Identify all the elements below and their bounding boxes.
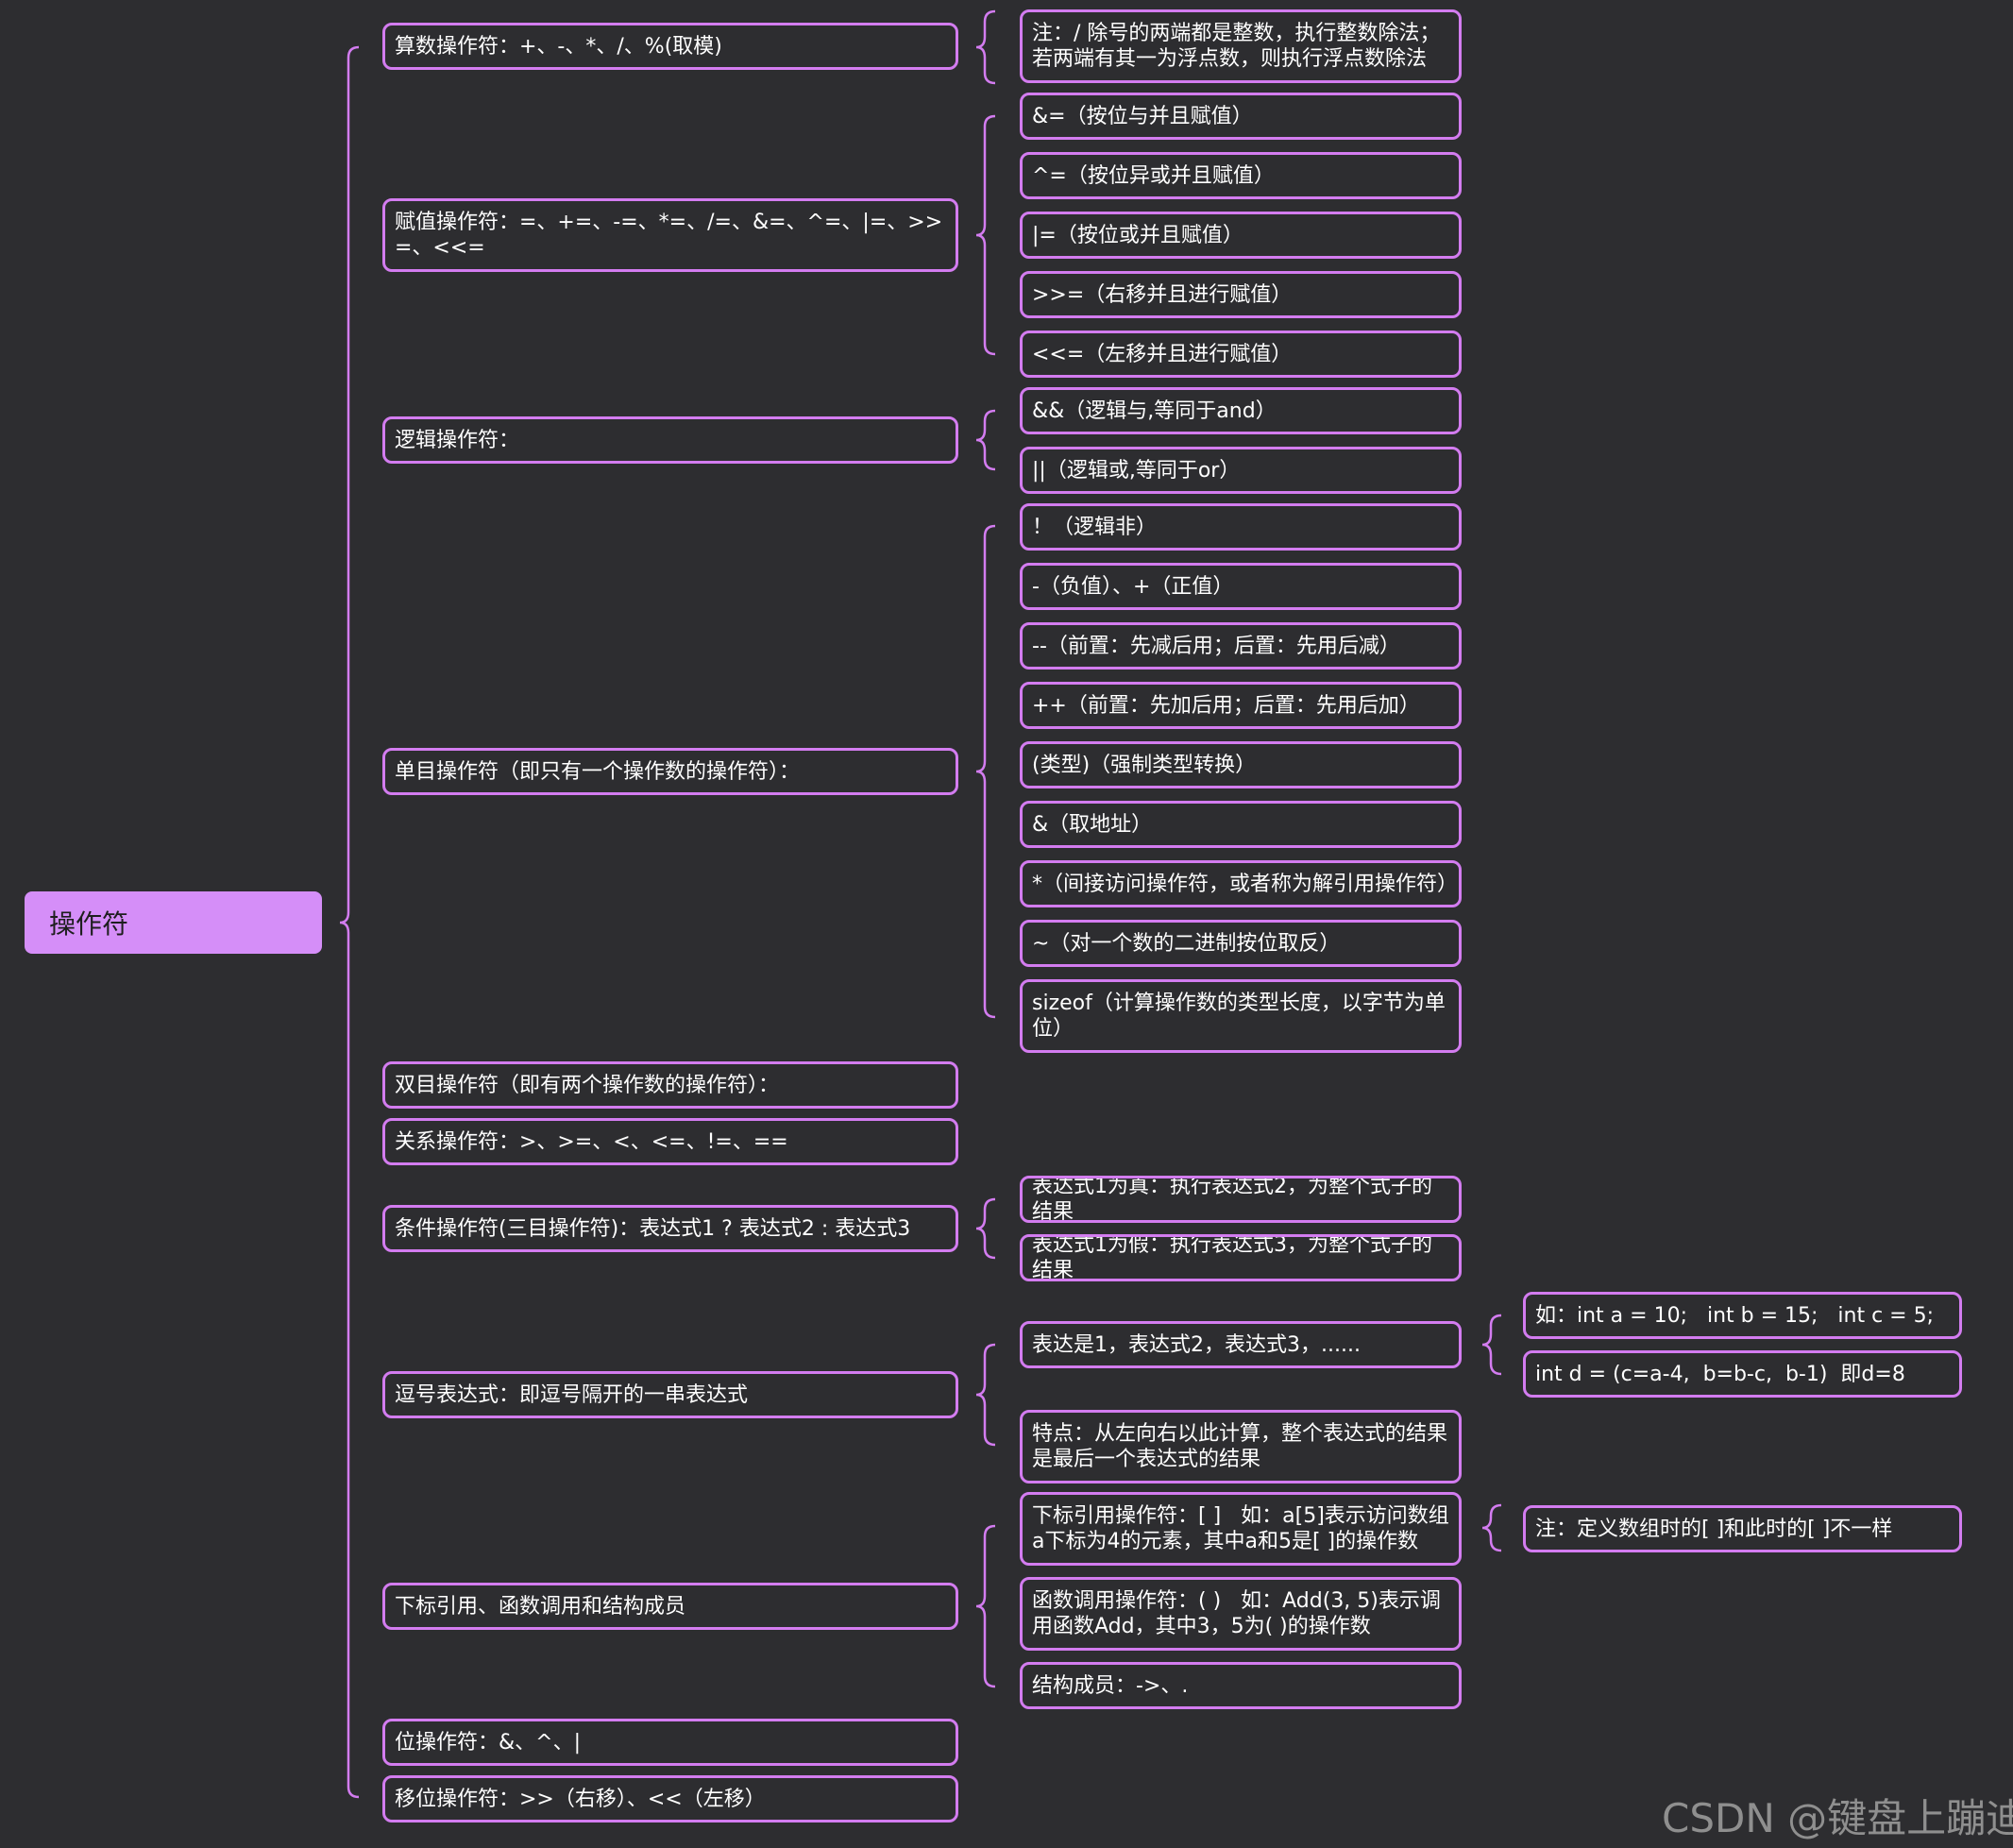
node-cast[interactable]: (类型)（强制类型转换） (1020, 741, 1462, 788)
node-subscript-call-member[interactable]: 下标引用、函数调用和结构成员 (382, 1583, 958, 1630)
node-label: 如：int a = 10; int b = 15; int c = 5; (1535, 1303, 1935, 1328)
node-comma-example-1[interactable]: 如：int a = 10; int b = 15; int c = 5; (1523, 1292, 1962, 1339)
node-label: <<=（左移并且进行赋值） (1032, 342, 1293, 366)
node-decrement[interactable]: --（前置：先减后用；后置：先用后减） (1020, 622, 1462, 670)
node-label: --（前置：先减后用；后置：先用后减） (1032, 634, 1400, 658)
node-cond-true[interactable]: 表达式1为真：执行表达式2，为整个式子的结果 (1020, 1176, 1462, 1223)
brace-unary (975, 524, 996, 1019)
node-arithmetic-note[interactable]: 注：/ 除号的两端都是整数，执行整数除法；若两端有其一为浮点数，则执行浮点数除法 (1020, 9, 1462, 83)
brace-subscript-note (1481, 1503, 1502, 1552)
brace-conditional (975, 1197, 996, 1260)
node-label: 关系操作符：>、>=、<、<=、!=、== (395, 1129, 788, 1154)
node-address-of[interactable]: &（取地址） (1020, 801, 1462, 848)
node-subscript-note[interactable]: 注：定义数组时的[ ]和此时的[ ]不一样 (1523, 1505, 1962, 1552)
node-xor-assign[interactable]: ^=（按位异或并且赋值） (1020, 152, 1462, 199)
brace-comma (975, 1343, 996, 1447)
node-label: ^=（按位异或并且赋值） (1032, 163, 1275, 188)
node-label: |=（按位或并且赋值） (1032, 223, 1243, 247)
brace-comma-example (1481, 1314, 1502, 1376)
node-label: 逻辑操作符： (395, 428, 520, 452)
brace-assignment (975, 114, 996, 356)
node-label: ！（逻辑非） (1032, 515, 1158, 539)
node-comma[interactable]: 逗号表达式：即逗号隔开的一串表达式 (382, 1371, 958, 1418)
node-label: 算数操作符：+、-、*、/、%(取模) (395, 34, 722, 59)
node-sizeof[interactable]: sizeof（计算操作数的类型长度，以字节为单位） (1020, 979, 1462, 1053)
node-cond-false[interactable]: 表达式1为假：执行表达式3，为整个式子的结果 (1020, 1234, 1462, 1281)
node-assignment[interactable]: 赋值操作符：=、+=、-=、*=、/=、&=、^=、|=、>>=、<<= (382, 198, 958, 272)
node-or-assign[interactable]: |=（按位或并且赋值） (1020, 212, 1462, 259)
node-label: *（间接访问操作符，或者称为解引用操作符） (1032, 872, 1459, 896)
node-label: 表达是1，表达式2，表达式3，...... (1032, 1332, 1361, 1357)
node-label: -（负值）、+（正值） (1032, 574, 1234, 599)
node-increment[interactable]: ++（前置：先加后用；后置：先用后加） (1020, 682, 1462, 729)
node-unary[interactable]: 单目操作符（即只有一个操作数的操作符）： (382, 748, 958, 795)
node-label: 双目操作符（即有两个操作数的操作符）： (395, 1073, 780, 1097)
node-label: 位操作符：&、^、| (395, 1730, 582, 1755)
node-comma-feature[interactable]: 特点：从左向右以此计算，整个表达式的结果是最后一个表达式的结果 (1020, 1410, 1462, 1483)
root-node[interactable]: 操作符 (25, 891, 322, 954)
root-brace (339, 45, 360, 1799)
node-sign[interactable]: -（负值）、+（正值） (1020, 563, 1462, 610)
brace-subscript (975, 1524, 996, 1688)
node-logical-and[interactable]: &&（逻辑与,等同于and） (1020, 387, 1462, 434)
node-shift[interactable]: 移位操作符：>>（右移）、<<（左移） (382, 1775, 958, 1823)
node-label: 特点：从左向右以此计算，整个表达式的结果是最后一个表达式的结果 (1032, 1422, 1448, 1471)
node-label: &（取地址） (1032, 812, 1153, 837)
node-struct-member[interactable]: 结构成员：->、. (1020, 1662, 1462, 1709)
node-label: ++（前置：先加后用；后置：先用后加） (1032, 693, 1420, 718)
node-label: 赋值操作符：=、+=、-=、*=、/=、&=、^=、|=、>>=、<<= (395, 211, 943, 260)
node-label: 函数调用操作符：( ) 如：Add(3, 5)表示调用函数Add，其中3，5为(… (1032, 1589, 1441, 1638)
node-bitwise[interactable]: 位操作符：&、^、| (382, 1719, 958, 1766)
node-label: 表达式1为真：执行表达式2，为整个式子的结果 (1032, 1176, 1432, 1223)
node-label: 注：/ 除号的两端都是整数，执行整数除法；若两端有其一为浮点数，则执行浮点数除法 (1032, 22, 1441, 71)
node-label: (类型)（强制类型转换） (1032, 753, 1257, 777)
node-subscript[interactable]: 下标引用操作符：[ ] 如：a[5]表示访问数组a下标为4的元素，其中a和5是[… (1020, 1492, 1462, 1566)
node-comma-expressions[interactable]: 表达是1，表达式2，表达式3，...... (1020, 1321, 1462, 1368)
node-label: &=（按位与并且赋值） (1032, 104, 1253, 128)
node-dereference[interactable]: *（间接访问操作符，或者称为解引用操作符） (1020, 860, 1462, 907)
node-label: ~（对一个数的二进制按位取反） (1032, 931, 1341, 956)
node-conditional[interactable]: 条件操作符(三目操作符)：表达式1 ? 表达式2 : 表达式3 (382, 1205, 958, 1252)
node-label: sizeof（计算操作数的类型长度，以字节为单位） (1032, 992, 1446, 1041)
node-label: 表达式1为假：执行表达式3，为整个式子的结果 (1032, 1234, 1432, 1281)
node-function-call[interactable]: 函数调用操作符：( ) 如：Add(3, 5)表示调用函数Add，其中3，5为(… (1020, 1577, 1462, 1651)
node-relational[interactable]: 关系操作符：>、>=、<、<=、!=、== (382, 1118, 958, 1165)
node-label: 单目操作符（即只有一个操作数的操作符）： (395, 759, 801, 784)
node-logical-not[interactable]: ！（逻辑非） (1020, 503, 1462, 551)
node-label: &&（逻辑与,等同于and） (1032, 398, 1277, 423)
node-left-shift-assign[interactable]: <<=（左移并且进行赋值） (1020, 331, 1462, 378)
node-label: 下标引用操作符：[ ] 如：a[5]表示访问数组a下标为4的元素，其中a和5是[… (1032, 1504, 1449, 1553)
node-label: 逗号表达式：即逗号隔开的一串表达式 (395, 1382, 749, 1407)
node-label: 条件操作符(三目操作符)：表达式1 ? 表达式2 : 表达式3 (395, 1216, 911, 1241)
node-bitwise-not[interactable]: ~（对一个数的二进制按位取反） (1020, 920, 1462, 967)
watermark: CSDN @键盘上蹦迪 (1662, 1795, 2013, 1841)
node-logical-or[interactable]: ||（逻辑或,等同于or） (1020, 447, 1462, 494)
node-binary[interactable]: 双目操作符（即有两个操作数的操作符）： (382, 1061, 958, 1109)
node-label: 注：定义数组时的[ ]和此时的[ ]不一样 (1535, 1517, 1893, 1541)
node-label: 结构成员：->、. (1032, 1673, 1189, 1698)
node-right-shift-assign[interactable]: >>=（右移并且进行赋值） (1020, 271, 1462, 318)
node-and-assign[interactable]: &=（按位与并且赋值） (1020, 93, 1462, 140)
brace-arithmetic (975, 9, 996, 85)
node-comma-example-2[interactable]: int d = (c=a-4, b=b-c, b-1) 即d=8 (1523, 1350, 1962, 1398)
node-arithmetic[interactable]: 算数操作符：+、-、*、/、%(取模) (382, 23, 958, 70)
node-label: >>=（右移并且进行赋值） (1032, 282, 1293, 307)
node-label: ||（逻辑或,等同于or） (1032, 458, 1241, 483)
node-label: 下标引用、函数调用和结构成员 (395, 1594, 686, 1619)
node-logic[interactable]: 逻辑操作符： (382, 416, 958, 464)
node-label: int d = (c=a-4, b=b-c, b-1) 即d=8 (1535, 1362, 1905, 1386)
brace-logic (975, 409, 996, 471)
node-label: 移位操作符：>>（右移）、<<（左移） (395, 1787, 766, 1811)
